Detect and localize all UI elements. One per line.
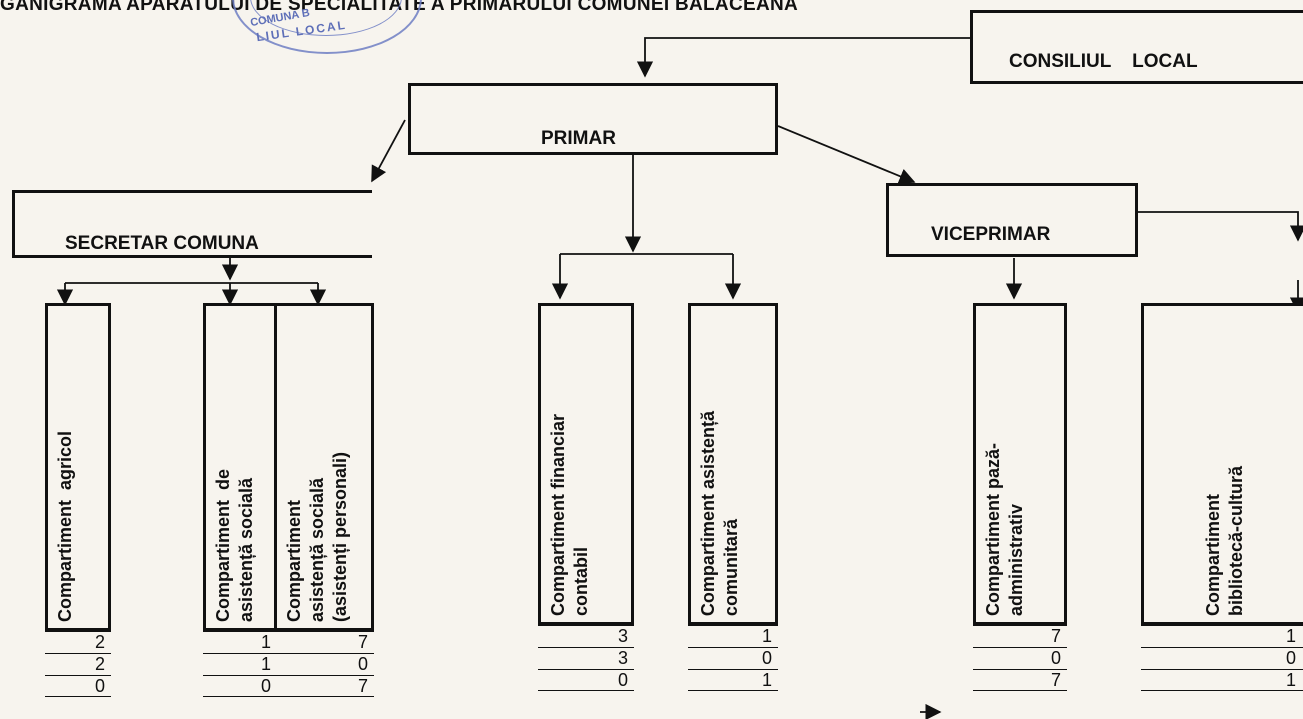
dept-value: 0 [203, 675, 277, 697]
box-consiliul-local-label: CONSILIUL LOCAL [1009, 51, 1198, 72]
dept-value: 7 [973, 669, 1067, 691]
dept-asistenta-sociala-label: Compartiment de asistență socială [213, 468, 256, 622]
dept-value: 1 [688, 625, 778, 647]
connector-primar-viceprimar [777, 125, 916, 184]
dept-value: 0 [1141, 647, 1303, 669]
dept-asistenta-comunitara: Compartiment asistență comunitară [688, 303, 778, 625]
dept-financiar-contabil-label: Compartiment financiar contabil [548, 413, 591, 616]
dept-asistenti-personali-values: 7 0 7 [274, 631, 374, 697]
dept-financiar-contabil-values: 3 3 0 [538, 625, 634, 691]
box-primar: PRIMAR [408, 83, 778, 155]
box-secretar-comuna-label: SECRETAR COMUNA [65, 233, 259, 254]
box-consiliul-local: CONSILIUL LOCAL [970, 10, 1303, 84]
dept-value: 7 [274, 675, 374, 697]
connector-consiliul-primar [636, 37, 970, 78]
box-viceprimar-label: VICEPRIMAR [931, 224, 1051, 245]
dept-biblioteca-cultura-label: Compartiment bibliotecă-cultură [1203, 465, 1246, 616]
dept-agricol-values: 2 2 0 [45, 631, 111, 697]
dept-value: 3 [538, 647, 634, 669]
dept-value: 0 [274, 653, 374, 675]
dept-paza-administrativ: Compartiment pază- administrativ [973, 303, 1067, 625]
dept-financiar-contabil: Compartiment financiar contabil [538, 303, 634, 625]
dept-asistenti-personali: Compartiment asistență socială (asistenț… [274, 303, 374, 631]
connector-primar-secretar [371, 119, 406, 183]
dept-value: 1 [688, 669, 778, 691]
dept-biblioteca-cultura-values: 1 0 1 [1141, 625, 1303, 691]
dept-value: 3 [538, 625, 634, 647]
dept-value: 1 [203, 631, 277, 653]
box-viceprimar: VICEPRIMAR [886, 183, 1138, 257]
dept-paza-administrativ-values: 7 0 7 [973, 625, 1067, 691]
dept-value: 0 [688, 647, 778, 669]
dept-agricol-label: Compartiment agricol [55, 430, 75, 622]
dept-asistenta-sociala: Compartiment de asistență socială [203, 303, 277, 631]
box-secretar-comuna: SECRETAR COMUNA [12, 190, 372, 258]
dept-value: 0 [538, 669, 634, 691]
dept-value: 7 [274, 631, 374, 653]
dept-value: 2 [45, 653, 111, 675]
connector-viceprimar-right [1138, 211, 1303, 242]
dept-value: 7 [973, 625, 1067, 647]
dept-agricol: Compartiment agricol [45, 303, 111, 631]
dept-biblioteca-cultura: Compartiment bibliotecă-cultură [1141, 303, 1303, 625]
dept-value: 1 [1141, 669, 1303, 691]
dept-asistenta-comunitara-label: Compartiment asistență comunitară [698, 410, 741, 616]
dept-value: 1 [1141, 625, 1303, 647]
dept-value: 0 [973, 647, 1067, 669]
dept-value: 0 [45, 675, 111, 697]
box-primar-label: PRIMAR [541, 128, 616, 149]
dept-asistenta-sociala-values: 1 1 0 [203, 631, 277, 697]
dept-value: 2 [45, 631, 111, 653]
dept-value: 1 [203, 653, 277, 675]
dept-asistenti-personali-label: Compartiment asistență socială (asistenț… [284, 451, 350, 622]
dept-paza-administrativ-label: Compartiment pază- administrativ [983, 442, 1026, 616]
dept-asistenta-comunitara-values: 1 0 1 [688, 625, 778, 691]
